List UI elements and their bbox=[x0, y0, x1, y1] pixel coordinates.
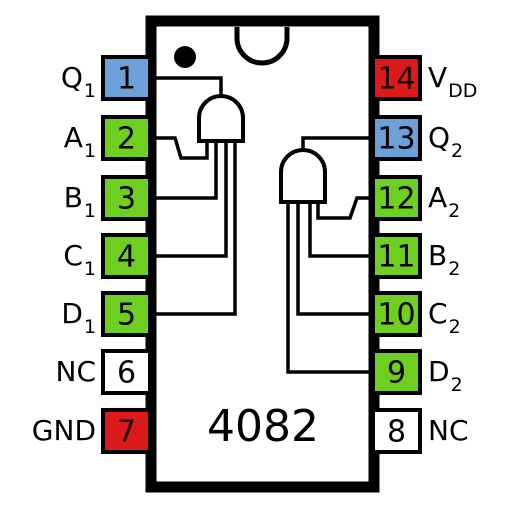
pin-10: 10 C2 bbox=[371, 291, 461, 338]
pin-2-label: A1 bbox=[64, 121, 96, 162]
pin-5-label-text: D bbox=[61, 297, 83, 330]
pin-10-box bbox=[371, 291, 422, 337]
pin-1-number: 1 bbox=[117, 62, 136, 97]
pin-2-box bbox=[101, 115, 152, 161]
pin-14-label: VDD bbox=[428, 61, 477, 102]
pin-13: 13 Q2 bbox=[371, 115, 463, 162]
pin-3-box bbox=[101, 175, 152, 221]
pin-10-label: C2 bbox=[428, 297, 461, 338]
pin-11-label-text: B bbox=[428, 239, 447, 272]
pin-9-number: 9 bbox=[387, 356, 406, 391]
pin-12-number: 12 bbox=[377, 182, 415, 217]
pin-4-number: 4 bbox=[117, 240, 136, 275]
pin-13-label-subscript: 2 bbox=[451, 140, 463, 162]
pin-4-box bbox=[101, 233, 152, 279]
pin-6-number: 6 bbox=[117, 356, 136, 391]
pin-13-label: Q2 bbox=[428, 121, 463, 162]
pin-5-label-subscript: 1 bbox=[84, 316, 96, 338]
pin-2-label-text: A bbox=[64, 121, 83, 154]
pin-2-number: 2 bbox=[117, 122, 136, 157]
pin-13-label-text: Q bbox=[428, 121, 450, 154]
pin-11-label-subscript: 2 bbox=[448, 258, 460, 280]
pin-13-number: 13 bbox=[377, 122, 415, 157]
pin-7-label: GND bbox=[32, 414, 96, 447]
pin-12-label-text: A bbox=[428, 181, 447, 214]
gate-2-wiring bbox=[286, 136, 373, 374]
pin1-indicator-dot bbox=[174, 46, 196, 68]
gate-1-wiring bbox=[154, 76, 237, 316]
pin-4-label-text: C bbox=[63, 239, 83, 272]
pin-13-box bbox=[371, 115, 422, 161]
pin-14-label-subscript: DD bbox=[448, 80, 477, 102]
and-gate-1-icon bbox=[197, 94, 245, 143]
pin-1-label: Q1 bbox=[61, 61, 96, 102]
pin-14-number: 14 bbox=[377, 62, 415, 97]
pin-4-label-subscript: 1 bbox=[84, 258, 96, 280]
pin-4: 4 C1 bbox=[63, 233, 152, 280]
pin-6-label-text: NC bbox=[56, 355, 97, 388]
pin-3-label: B1 bbox=[64, 181, 96, 222]
pin-10-label-subscript: 2 bbox=[449, 316, 461, 338]
pin-7-label-text: GND bbox=[32, 414, 96, 447]
part-number: 4082 bbox=[207, 401, 319, 452]
pin-5-label: D1 bbox=[61, 297, 96, 338]
pin-12-label-subscript: 2 bbox=[448, 200, 460, 222]
pin-3-label-subscript: 1 bbox=[84, 200, 96, 222]
pin-1-label-subscript: 1 bbox=[84, 80, 96, 102]
pin-5-number: 5 bbox=[117, 298, 136, 333]
pin-12-label: A2 bbox=[428, 181, 460, 222]
pin-4-label: C1 bbox=[63, 239, 96, 280]
pin-3: 3 B1 bbox=[64, 175, 152, 222]
pin-2: 2 A1 bbox=[64, 115, 152, 162]
pin-8-label-text: NC bbox=[428, 414, 469, 447]
pin-10-number: 10 bbox=[377, 298, 415, 333]
pin-10-label-text: C bbox=[428, 297, 448, 330]
pin-8-number: 8 bbox=[387, 415, 406, 450]
pin-3-number: 3 bbox=[117, 182, 136, 217]
pin-1-label-text: Q bbox=[61, 61, 83, 94]
pin-9-box bbox=[371, 349, 422, 395]
pin-11-box bbox=[371, 233, 422, 279]
pin-6-label: NC bbox=[56, 355, 97, 388]
and-gate-2-icon bbox=[279, 148, 327, 204]
pin-12: 12 A2 bbox=[371, 175, 460, 222]
pin-7-number: 7 bbox=[117, 415, 136, 450]
pin-11: 11 B2 bbox=[371, 233, 460, 280]
pin-6: 6 NC bbox=[56, 349, 152, 395]
pin-9-label: D2 bbox=[428, 355, 463, 396]
pin-7-box bbox=[101, 408, 152, 454]
pin-9-label-subscript: 2 bbox=[451, 374, 463, 396]
pin-5: 5 D1 bbox=[61, 291, 152, 338]
pin-6-box bbox=[101, 349, 152, 395]
pin-5-box bbox=[101, 291, 152, 337]
pin-2-label-subscript: 1 bbox=[84, 140, 96, 162]
pin-1-box bbox=[101, 55, 152, 101]
pin-7: 7 GND bbox=[32, 408, 152, 454]
pin-14: 14 VDD bbox=[371, 55, 477, 102]
pin-11-label: B2 bbox=[428, 239, 460, 280]
pin-12-box bbox=[371, 175, 422, 221]
pin-9-label-text: D bbox=[428, 355, 450, 388]
pin-3-label-text: B bbox=[64, 181, 83, 214]
pin-8-label: NC bbox=[428, 414, 469, 447]
pin-14-box bbox=[371, 55, 422, 101]
chip-notch bbox=[234, 27, 290, 66]
pin-8: 8 NC bbox=[371, 408, 469, 454]
pin-11-number: 11 bbox=[377, 240, 415, 275]
pin-8-box bbox=[371, 408, 422, 454]
pin-14-label-text: V bbox=[428, 61, 447, 94]
pin-1: 1Q1 bbox=[61, 55, 152, 102]
